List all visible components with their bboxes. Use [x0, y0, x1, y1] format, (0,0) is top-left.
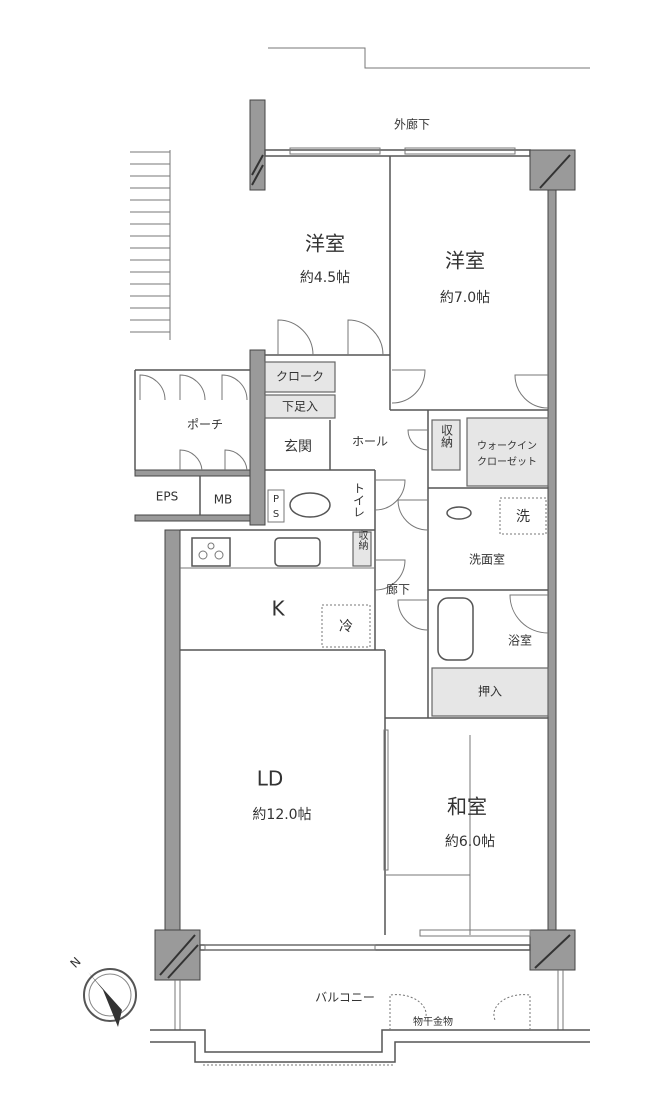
fridge-space: [321, 604, 371, 648]
door-swings: [139, 319, 549, 634]
toilet-bowl-icon: [289, 492, 331, 518]
eps-label: EPS: [156, 490, 178, 504]
shoe-storage-label: 下足入: [282, 400, 318, 414]
outer-corridor-label: 外廊下: [394, 117, 430, 132]
washing-machine-label: 洗: [516, 509, 530, 525]
closet-box: [431, 667, 549, 717]
outer-corridor-line: [268, 47, 590, 69]
western-room-large-size: 約7.0帖: [440, 290, 490, 306]
kitchen-storage-label: 収納: [356, 530, 368, 551]
stair-ticks: [130, 150, 171, 340]
living-dining-label: LD: [257, 767, 284, 791]
fridge-label: 冷: [339, 619, 353, 635]
walk-in-closet-label-2: クローゼット: [477, 456, 537, 468]
corridor-label: 廊下: [386, 582, 410, 597]
compass-north-label: N: [68, 955, 84, 971]
drying-hardware-label: 物干金物: [413, 1015, 453, 1028]
toilet-label: トイレ: [352, 482, 366, 518]
washroom-label: 洗面室: [469, 552, 505, 567]
living-dining-size: 約12.0帖: [252, 807, 311, 823]
windows: [204, 147, 531, 951]
closet-label: 押入: [478, 685, 502, 699]
western-room-small-label: 洋室: [305, 232, 345, 256]
balcony-outline: [150, 970, 590, 1066]
walk-in-closet-label-1: ウォークイン: [477, 440, 537, 452]
walk-in-closet-box: [466, 417, 549, 487]
cloak-label: クローク: [276, 370, 324, 384]
kitchen-label: K: [271, 597, 285, 621]
washing-machine-space: [499, 497, 547, 535]
bathroom-label: 浴室: [508, 633, 532, 648]
pipe-space: [267, 489, 285, 523]
japanese-room-label: 和室: [447, 795, 487, 819]
porch-label: ポーチ: [187, 418, 223, 432]
hall-label: ホール: [352, 435, 388, 449]
shoe-storage-box: [264, 394, 336, 419]
washbasin-icon: [446, 506, 472, 520]
hall-storage-box: [431, 419, 461, 471]
cloak-box: [264, 361, 336, 393]
drying-hardware-swing: [389, 994, 531, 1030]
mb-label: MB: [214, 493, 233, 507]
hall-storage-label: 収納: [440, 424, 454, 448]
ps-p: P: [273, 494, 279, 505]
western-room-large-label: 洋室: [445, 249, 485, 273]
sink-icon: [274, 537, 321, 567]
exterior-walls: [134, 99, 576, 981]
japanese-room-size: 約6.0帖: [445, 834, 495, 850]
entrance-label: 玄関: [284, 438, 312, 455]
stove-icon: [191, 537, 231, 567]
bathtub-icon: [437, 597, 474, 661]
compass-icon: N: [68, 955, 137, 1027]
kitchen-storage-box: [352, 531, 372, 567]
interior-walls: [134, 156, 548, 935]
ps-s: S: [273, 509, 279, 520]
western-room-small-size: 約4.5帖: [300, 270, 350, 286]
balcony-label: バルコニー: [315, 991, 375, 1005]
